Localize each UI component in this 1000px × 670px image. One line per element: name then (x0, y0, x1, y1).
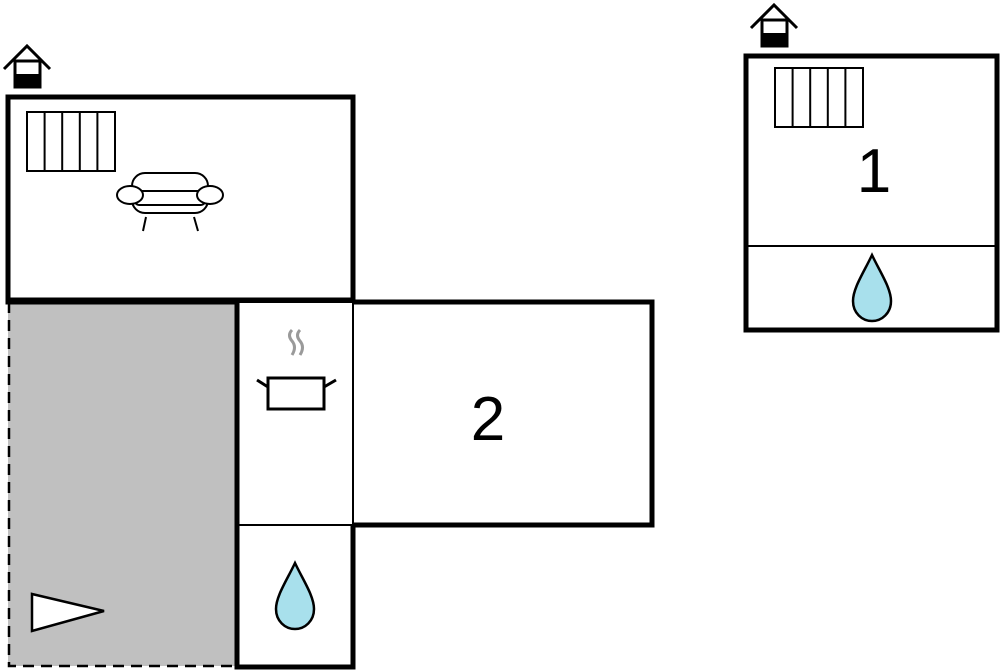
sofa-icon (116, 172, 224, 232)
terrace-dashed-edge (7, 302, 236, 668)
water-drop-icon (274, 560, 316, 631)
bedroom-2-outer-wall (353, 299, 655, 528)
kitchen (236, 301, 354, 526)
cooking-pot-icon (256, 328, 337, 411)
water-drop-icon (851, 252, 893, 323)
terrace (7, 300, 236, 668)
direction-arrow-icon (30, 592, 105, 633)
bedroom-2 (352, 299, 655, 528)
radiator-icon (26, 111, 116, 172)
radiator-icon (774, 67, 864, 128)
outer-wall-left (234, 300, 356, 670)
house-entrance-icon (2, 43, 52, 89)
kitchen-walls (236, 301, 354, 526)
room-label-2: 2 (471, 385, 505, 454)
house-entrance-icon (749, 2, 799, 48)
room-label-1: 1 (857, 137, 891, 206)
